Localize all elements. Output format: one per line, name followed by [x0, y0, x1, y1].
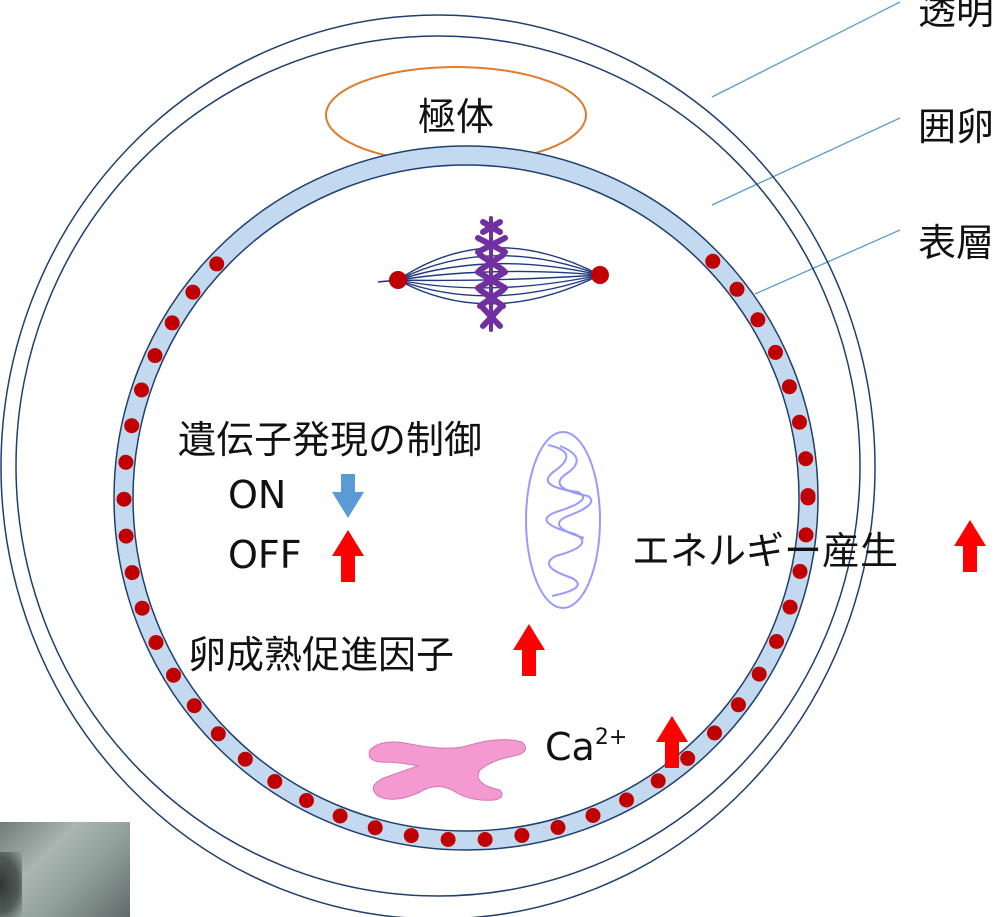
leader-line-perivitelline	[711, 117, 901, 206]
cortical-granule	[164, 315, 180, 331]
cortical-granule	[332, 808, 348, 824]
arrow-down-icon	[332, 474, 364, 518]
cortical-granule	[134, 600, 150, 616]
cortical-granule	[267, 774, 283, 789]
cortical-granule	[769, 634, 784, 649]
arrow-up-icon	[332, 530, 364, 582]
mpf-label: 卵成熟促進因子	[188, 633, 454, 677]
cortical-granule	[792, 414, 807, 430]
perivitelline-label: 囲卵	[918, 105, 994, 149]
cortical-granule	[619, 792, 635, 808]
cortex-label: 表層	[918, 221, 994, 265]
cortical-granule	[751, 666, 767, 682]
cortical-granule	[782, 599, 798, 615]
cortical-granule	[800, 488, 816, 504]
cortical-granule	[792, 563, 808, 579]
zona-outer-outline	[0, 14, 876, 917]
cortical-granule	[730, 697, 746, 713]
polar-body-label: 極体	[418, 95, 494, 139]
cortical-granule	[299, 793, 314, 808]
cortical-granule	[750, 312, 766, 328]
cortical-granule	[705, 253, 721, 269]
cortical-granules	[116, 253, 816, 847]
cortical-granule	[186, 698, 202, 714]
cortical-granule	[166, 667, 181, 683]
cortical-granule	[237, 751, 253, 767]
cortical-granule	[550, 819, 566, 835]
cortical-granule	[440, 832, 456, 847]
on-label: ON	[228, 473, 286, 517]
cortical-granule	[477, 832, 493, 847]
cortical-granule	[514, 827, 530, 843]
cortical-granule	[707, 725, 722, 741]
cortical-granule	[185, 284, 201, 300]
cortical-granule	[134, 382, 149, 398]
cortical-granule	[680, 750, 696, 766]
leader-line-zona	[711, 1, 901, 98]
endoplasmic-reticulum	[368, 739, 527, 801]
cortical-granule	[209, 256, 225, 272]
cortical-granule	[116, 491, 132, 507]
cortical-granule	[585, 808, 601, 823]
cortical-granule	[768, 344, 783, 360]
zona-label: 透明	[918, 0, 994, 33]
cortical-granule	[798, 527, 814, 543]
cortical-granule	[118, 528, 134, 544]
cortical-granule	[147, 348, 163, 364]
gene-regulation-label: 遺伝子発現の制御	[178, 418, 482, 462]
cortical-granule	[729, 281, 745, 297]
off-label: OFF	[228, 533, 302, 577]
arrow-up-icon	[656, 716, 688, 768]
micrograph-photo	[0, 822, 130, 917]
energy-label: エネルギー産生	[632, 529, 898, 573]
cortical-granule	[210, 726, 226, 742]
chromosomes	[475, 216, 508, 332]
cortical-granule	[798, 451, 814, 467]
cytoplasm	[132, 164, 800, 832]
spindle-pole-left	[389, 271, 407, 289]
cortical-granule	[148, 635, 164, 650]
zona-inner-outline	[15, 35, 861, 897]
calcium-label: Ca2+	[545, 725, 627, 769]
cortical-granule	[124, 565, 140, 581]
arrow-up-icon	[513, 624, 545, 676]
cortical-granule	[118, 454, 134, 470]
arrow-up-icon	[954, 520, 986, 572]
cortical-granule	[124, 418, 140, 434]
cortical-granule	[781, 379, 797, 395]
spindle-pole-right	[591, 266, 609, 284]
mitochondrion	[525, 431, 601, 609]
cortical-granule	[367, 820, 383, 836]
cortical-granule	[403, 828, 419, 844]
cortical-granule	[650, 773, 666, 789]
